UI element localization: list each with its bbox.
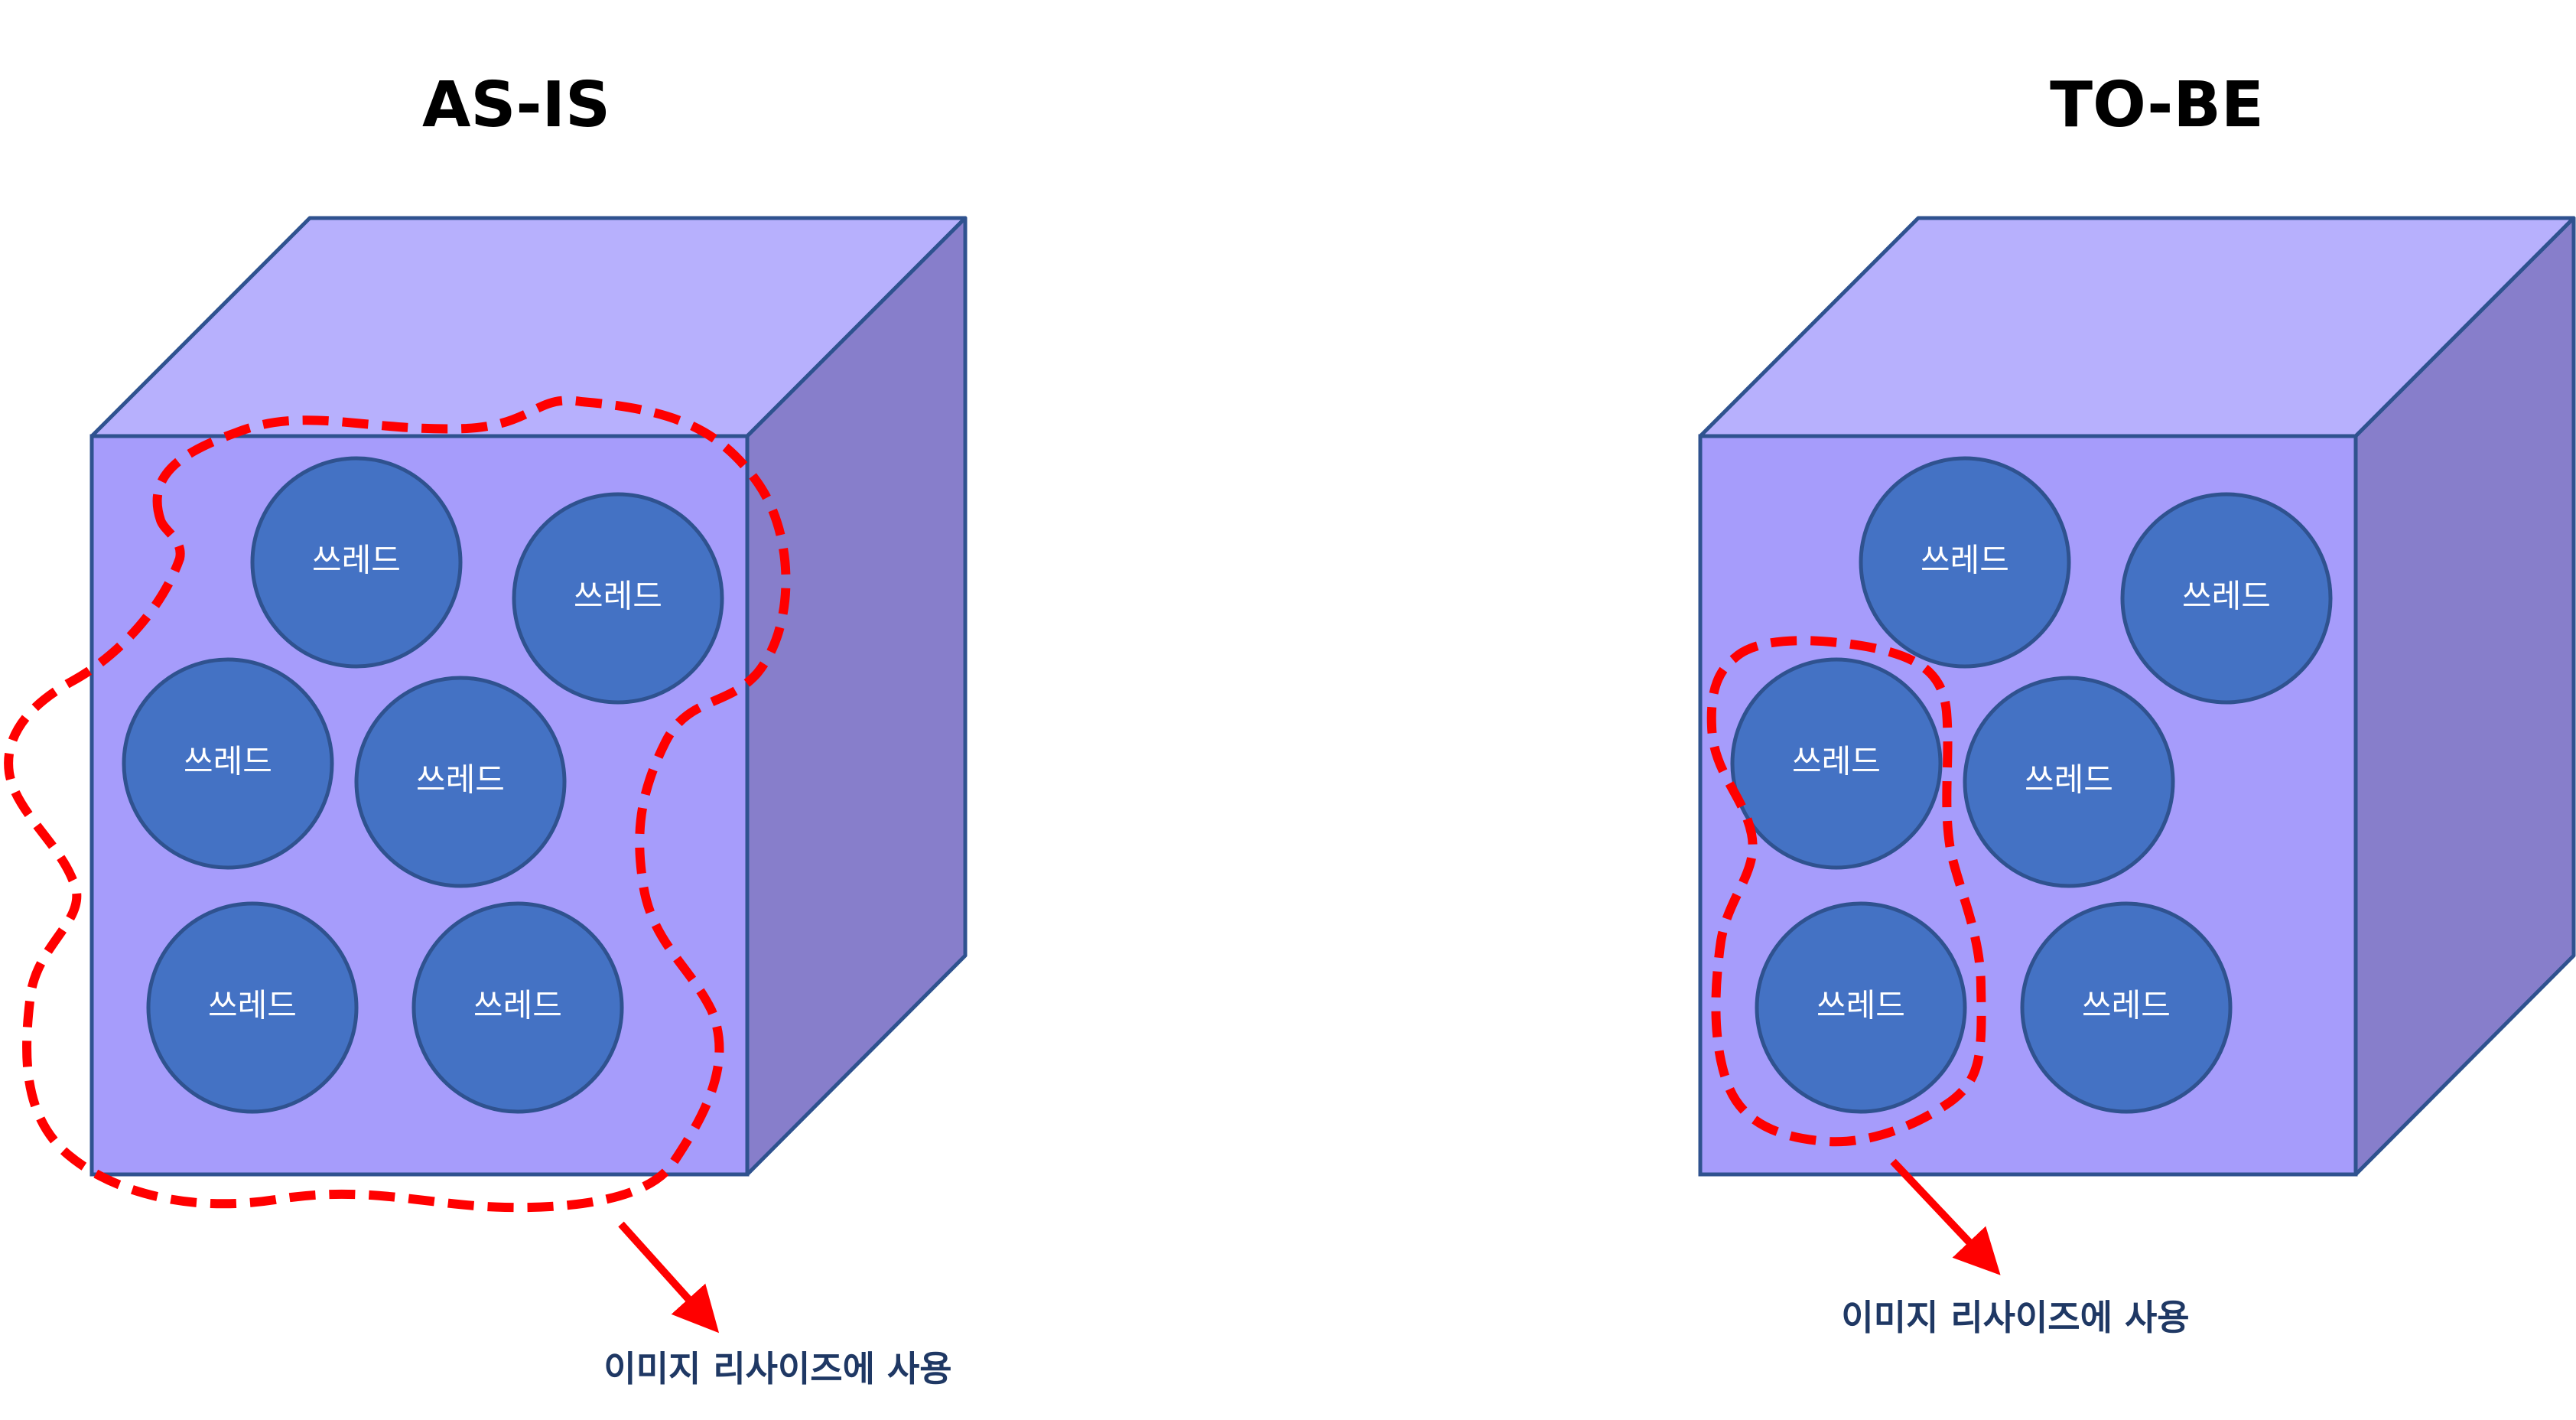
to-be-title: TO-BE <box>2050 69 2264 142</box>
as-is-thread-6: 쓰레드 <box>411 901 624 1114</box>
to-be-panel: TO-BE 쓰레드 쓰레드 쓰레드 쓰레드 쓰레드 쓰레드 <box>1698 69 2576 1338</box>
as-is-highlight-outline <box>4 396 791 1213</box>
as-is-annotation: 이미지 리사이즈에 사용 <box>603 1348 951 1389</box>
to-be-thread-6: 쓰레드 <box>2020 901 2233 1114</box>
as-is-arrow <box>618 1221 720 1334</box>
to-be-thread-4-label: 쓰레드 <box>2025 761 2113 799</box>
to-be-thread-1-label: 쓰레드 <box>1921 542 2009 579</box>
to-be-thread-2-label: 쓰레드 <box>2182 578 2271 615</box>
to-be-arrow <box>1890 1158 2001 1275</box>
to-be-thread-5-label: 쓰레드 <box>1817 987 1905 1024</box>
as-is-title: AS-IS <box>422 69 610 142</box>
to-be-highlight-outline <box>1706 636 1986 1147</box>
as-is-thread-5-label: 쓰레드 <box>208 987 297 1024</box>
as-is-thread-4-label: 쓰레드 <box>416 761 505 799</box>
as-is-thread-2-label: 쓰레드 <box>574 578 662 615</box>
as-is-thread-3-label: 쓰레드 <box>184 743 272 780</box>
as-is-thread-4: 쓰레드 <box>354 676 567 888</box>
to-be-annotation: 이미지 리사이즈에 사용 <box>1841 1297 2189 1338</box>
as-is-panel: AS-IS 쓰레드 쓰레드 쓰레드 쓰레드 쓰레드 쓰레드 <box>4 69 968 1389</box>
to-be-thread-3-label: 쓰레드 <box>1792 743 1881 780</box>
as-is-thread-1: 쓰레드 <box>250 456 463 669</box>
to-be-thread-3: 쓰레드 <box>1730 657 1943 870</box>
as-is-thread-5: 쓰레드 <box>146 901 359 1114</box>
to-be-thread-2: 쓰레드 <box>2120 492 2333 705</box>
to-be-thread-6-label: 쓰레드 <box>2082 987 2171 1024</box>
to-be-thread-5: 쓰레드 <box>1755 901 1967 1114</box>
as-is-thread-3: 쓰레드 <box>122 657 334 870</box>
to-be-thread-4: 쓰레드 <box>1963 676 2175 888</box>
as-is-thread-6-label: 쓰레드 <box>473 987 562 1024</box>
as-is-thread-1-label: 쓰레드 <box>312 542 401 579</box>
as-is-thread-2: 쓰레드 <box>512 492 724 705</box>
to-be-thread-1: 쓰레드 <box>1859 456 2071 669</box>
